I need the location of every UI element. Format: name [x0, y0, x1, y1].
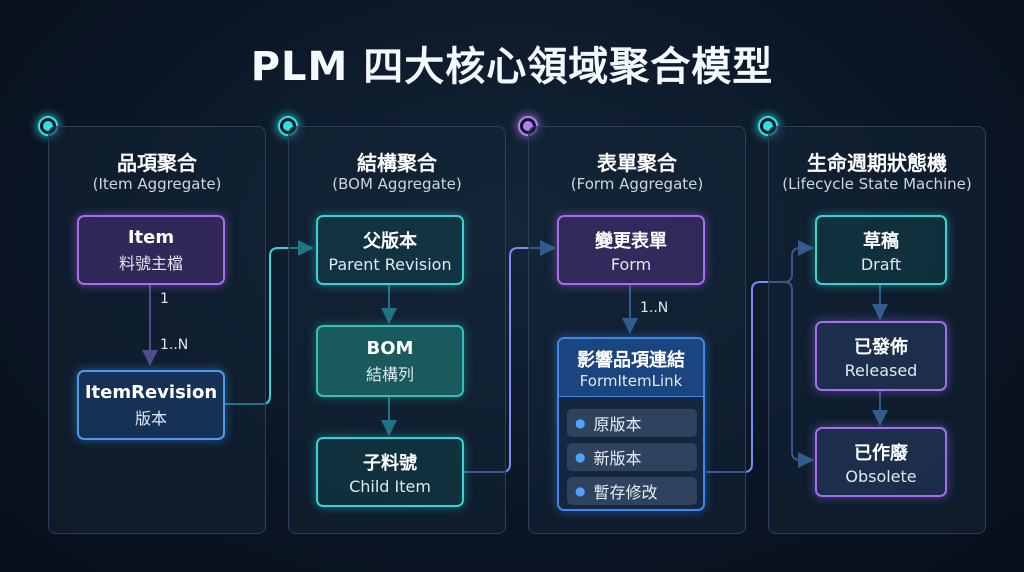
node-subtitle: FormItemLink [579, 372, 683, 390]
panel-title: 品項聚合 [117, 151, 197, 175]
link-header: 影響品項連結 FormItemLink [559, 339, 703, 397]
panel-subtitle: (Lifecycle State Machine) [782, 175, 972, 193]
panel-title: 表單聚合 [597, 151, 677, 175]
node-title: BOM [366, 337, 414, 359]
node-form-item-link[interactable]: 影響品項連結 FormItemLink ● 原版本 ● 新版本 ● 暫存修改 [557, 337, 705, 511]
node-title: 草稿 [863, 230, 899, 252]
node-title: 已作廢 [854, 442, 908, 464]
bullet-icon: ● [575, 484, 586, 498]
panel-title: 結構聚合 [357, 151, 437, 175]
node-subtitle: Parent Revision [328, 254, 452, 274]
edge-label-many: 1..N [640, 300, 669, 316]
link-item-pending-changes: ● 暫存修改 [567, 477, 697, 505]
bullet-icon: ● [575, 416, 586, 430]
chip-label: 新版本 [593, 449, 642, 468]
panel-form-aggregate: 表單聚合 (Form Aggregate) 變更表單 Form 影響品項連結 F… [528, 126, 746, 534]
node-subtitle: Obsolete [845, 466, 917, 486]
edge-label-many: 1..N [160, 337, 189, 353]
edge-link-to-lifecycle [706, 281, 784, 473]
link-item-original-version: ● 原版本 [567, 409, 697, 437]
node-subtitle: 版本 [134, 408, 167, 428]
panel-subtitle: (Item Aggregate) [92, 175, 222, 193]
node-subtitle: Released [844, 360, 918, 380]
edge-label-one: 1 [160, 291, 169, 307]
node-item[interactable]: Item 料號主檔 [77, 215, 225, 285]
node-obsolete[interactable]: 已作廢 Obsolete [815, 427, 947, 497]
node-parent-revision[interactable]: 父版本 Parent Revision [316, 215, 464, 285]
node-subtitle: 料號主檔 [118, 253, 183, 273]
node-title: 父版本 [363, 230, 417, 252]
panel-subtitle: (BOM Aggregate) [332, 175, 462, 193]
node-title: ItemRevision [84, 381, 218, 403]
node-title: 已發佈 [854, 336, 908, 358]
panel-subtitle: (Form Aggregate) [570, 175, 704, 193]
node-title: Item [127, 226, 175, 248]
node-released[interactable]: 已發佈 Released [815, 321, 947, 391]
chip-label: 暫存修改 [593, 483, 658, 502]
panel-item-aggregate: 品項聚合 (Item Aggregate) Item 料號主檔 ItemRevi… [48, 126, 266, 534]
node-subtitle: Form [610, 254, 652, 274]
chip-label: 原版本 [593, 415, 642, 434]
node-child-item[interactable]: 子料號 Child Item [316, 437, 464, 507]
diagram-title: PLM 四大核心領域聚合模型 [250, 44, 774, 90]
node-subtitle: Draft [860, 254, 902, 274]
node-bom[interactable]: BOM 結構列 [316, 325, 464, 397]
node-form[interactable]: 變更表單 Form [557, 215, 705, 285]
panel-title: 生命週期狀態機 [807, 151, 947, 175]
bullet-icon: ● [575, 450, 586, 464]
node-title: 變更表單 [595, 230, 667, 252]
node-title: 影響品項連結 [577, 350, 685, 371]
node-subtitle: Child Item [349, 476, 431, 496]
panel-bom-aggregate: 結構聚合 (BOM Aggregate) 父版本 Parent Revision… [288, 126, 506, 534]
node-subtitle: 結構列 [365, 364, 414, 384]
link-item-new-version: ● 新版本 [567, 443, 697, 471]
node-draft[interactable]: 草稿 Draft [815, 215, 947, 285]
panel-lifecycle-state-machine: 生命週期狀態機 (Lifecycle State Machine) 草稿 Dra… [768, 126, 986, 534]
node-item-revision[interactable]: ItemRevision 版本 [77, 370, 225, 440]
node-title: 子料號 [363, 452, 417, 474]
